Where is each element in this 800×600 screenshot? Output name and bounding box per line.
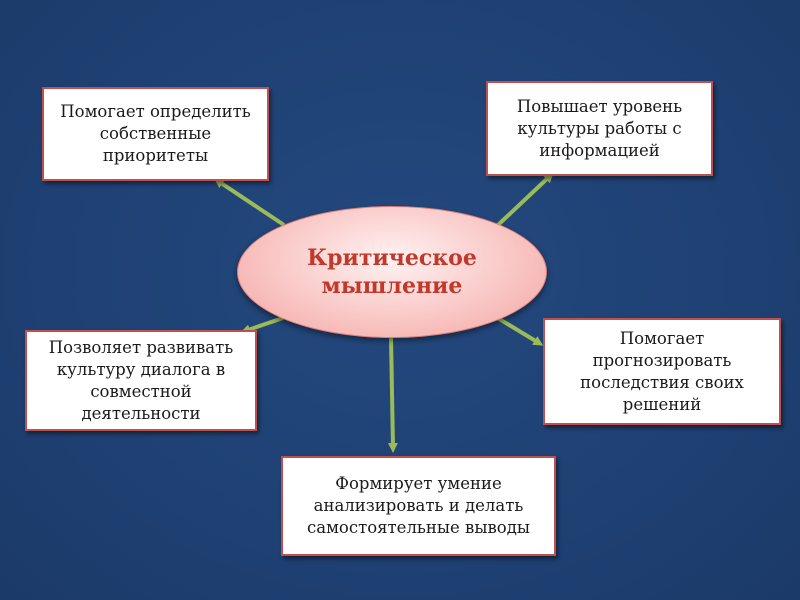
- node-bottom-label: Формирует умение анализировать и делать …: [307, 474, 530, 537]
- node-middle-right: Помогает прогнозировать последствия свои…: [543, 318, 781, 425]
- node-top-left: Помогает определить собственные приорите…: [42, 87, 269, 181]
- arrow-to-middle-left: [240, 316, 284, 335]
- node-middle-left: Позволяет развивать культуру диалога в с…: [25, 330, 257, 431]
- arrow-to-middle-right: [494, 315, 544, 346]
- node-top-right-label: Повышает уровень культуры работы с инфор…: [516, 96, 683, 160]
- node-middle-left-label: Позволяет развивать культуру диалога в с…: [48, 337, 234, 423]
- node-top-left-label: Помогает определить собственные приорите…: [60, 102, 251, 165]
- arrow-to-bottom: [387, 336, 398, 453]
- node-middle-right-label: Помогает прогнозировать последствия свои…: [580, 328, 744, 414]
- node-top-right: Повышает уровень культуры работы с инфор…: [486, 81, 713, 176]
- center-ellipse: Критическое мышление: [237, 206, 547, 338]
- arrow-to-top-left: [213, 178, 286, 227]
- arrow-to-top-right: [496, 172, 554, 227]
- node-bottom: Формирует умение анализировать и делать …: [281, 456, 556, 556]
- center-label: Критическое мышление: [307, 245, 477, 299]
